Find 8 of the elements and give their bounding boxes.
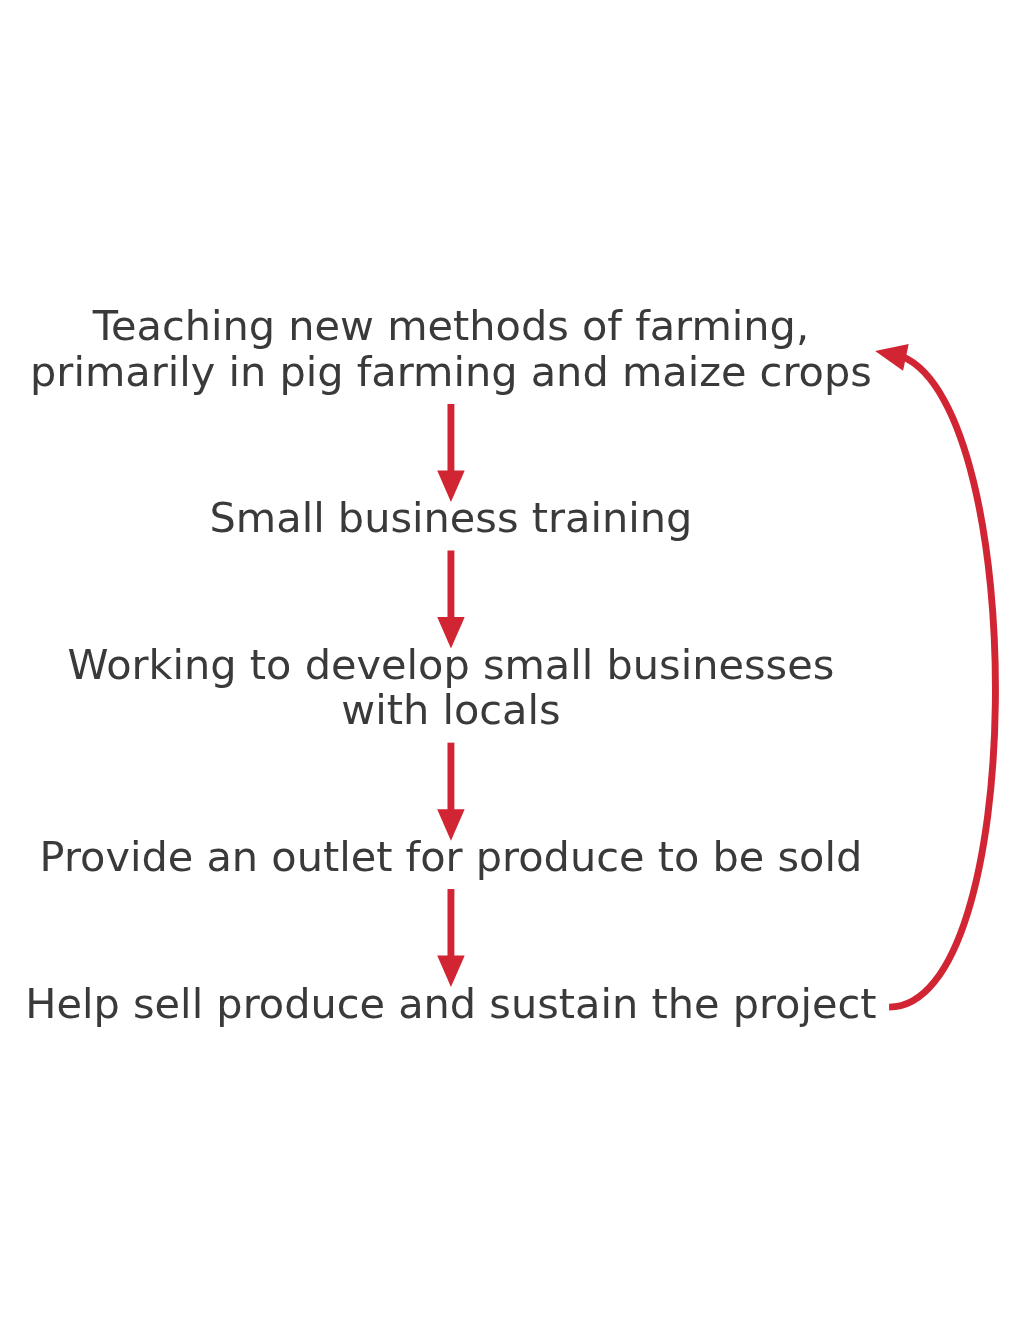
node-text: Teaching new methods of farming, primarily in pig farming and maize crops xyxy=(30,301,872,396)
arrow xyxy=(875,343,999,1010)
arrow xyxy=(437,403,465,502)
node-text: Help sell produce and sustain the project xyxy=(25,979,877,1027)
node-text: Small business training xyxy=(209,493,693,542)
node-text: Working to develop small businesses with locals xyxy=(67,640,835,734)
arrow xyxy=(437,888,465,987)
node-text: Provide an outlet for produce to be sold xyxy=(39,832,863,881)
